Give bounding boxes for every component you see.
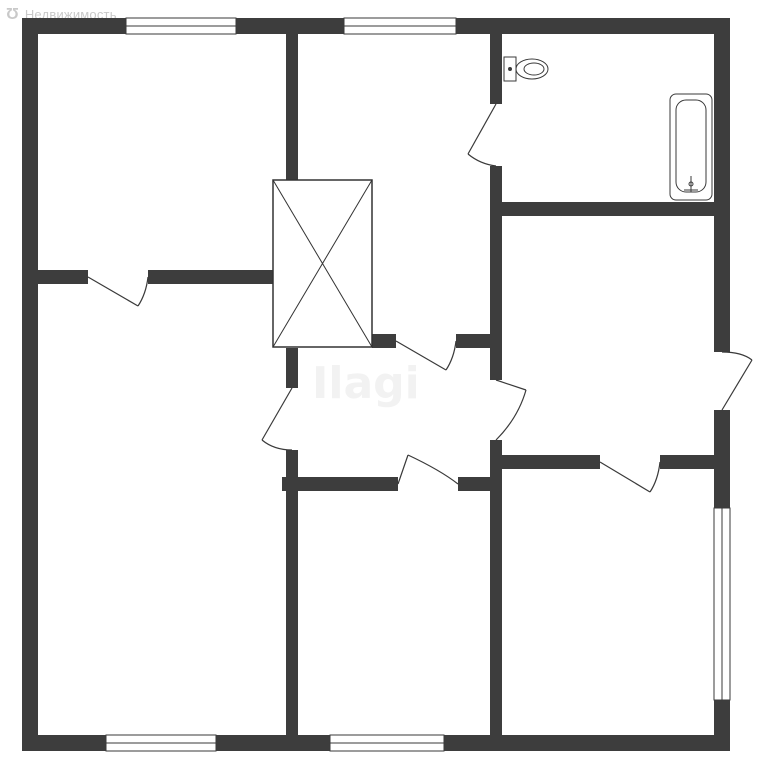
window-bottom-left <box>105 734 217 752</box>
ventilation-shaft <box>272 179 373 348</box>
door-bathroom <box>467 103 497 167</box>
wall-right-upper <box>714 18 730 352</box>
door-balcony <box>721 351 753 411</box>
interior-walls <box>38 34 714 735</box>
door-hall-right <box>495 379 527 441</box>
window-top-left <box>125 17 237 35</box>
watermark-logo: Ʊ <box>6 6 20 23</box>
wall-h-hall-top-a <box>372 334 396 348</box>
doors <box>87 103 753 493</box>
wall-h-left-b <box>148 270 276 284</box>
door-top-left-room <box>87 276 149 307</box>
window-bottom-middle <box>329 734 445 752</box>
wall-v-bath-b <box>490 166 502 380</box>
door-hall-left <box>261 387 293 451</box>
door-hall-top <box>395 340 457 371</box>
wall-h-right-a <box>502 455 600 469</box>
wall-h-left-a <box>38 270 88 284</box>
wall-right-middle <box>714 410 730 508</box>
door-hall-bottom <box>397 454 459 485</box>
window-right <box>713 507 731 701</box>
wall-right-lower <box>714 700 730 751</box>
wall-v-hall-left-b <box>286 450 298 735</box>
wall-v-hall-left-a <box>286 348 298 388</box>
wall-h-bath <box>502 202 714 216</box>
wall-v-left-top <box>286 34 298 180</box>
bathroom-fixtures <box>503 56 713 201</box>
wall-h-right-b <box>660 455 714 469</box>
bathtub-icon <box>669 93 713 201</box>
wall-left <box>22 18 38 751</box>
wall-v-right-mid <box>490 440 502 735</box>
window-top-middle <box>343 17 457 35</box>
center-watermark: Ilagi <box>312 358 420 409</box>
wall-h-hall-bottom-a <box>282 477 398 491</box>
wall-h-hall-top-b <box>456 334 496 348</box>
wall-v-bath-a <box>490 34 502 104</box>
toilet-icon <box>503 56 549 82</box>
door-right-room <box>599 461 661 493</box>
windows <box>105 17 731 752</box>
